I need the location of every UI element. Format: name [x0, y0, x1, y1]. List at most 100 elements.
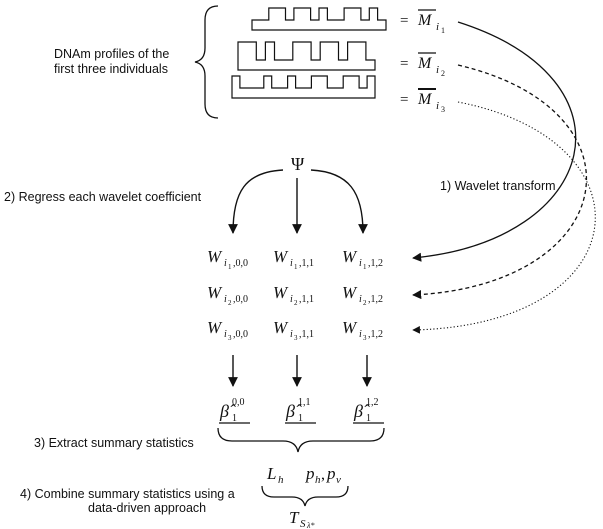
dnam-profile-2 [237, 41, 376, 71]
svg-text:3: 3 [363, 334, 367, 342]
profiles-label-line1: DNAm profiles of the [54, 47, 169, 61]
svg-text:i: i [436, 100, 439, 112]
transform-arrow-i3 [412, 101, 596, 334]
svg-text:T: T [289, 508, 300, 527]
svg-text:M: M [417, 91, 433, 108]
svg-text:h: h [315, 474, 321, 486]
svg-text:=: = [400, 13, 408, 29]
svg-text:2: 2 [363, 299, 367, 307]
svg-text:,1,1: ,1,1 [299, 294, 314, 305]
step2-label: 2) Regress each wavelet coefficient [4, 190, 202, 204]
svg-text:i: i [290, 258, 293, 269]
psi-arrow-left [228, 169, 284, 234]
beta-estimates: β̂0,01 β̂1,11 β̂1,21 [219, 397, 384, 424]
beta-estimate-0: β̂0,01 [219, 397, 250, 424]
svg-text:=: = [400, 92, 408, 108]
svg-text:S: S [300, 518, 306, 529]
svg-text:3: 3 [294, 334, 298, 342]
svg-text:i: i [436, 64, 439, 76]
svg-text:1: 1 [441, 26, 445, 35]
svg-text:i: i [224, 258, 227, 269]
svg-text:0,0: 0,0 [232, 397, 245, 408]
profiles-brace [194, 5, 219, 119]
dnam-profile-3 [231, 75, 376, 99]
psi-symbol: Ψ [291, 154, 305, 174]
step3-label: 3) Extract summary statistics [34, 436, 194, 450]
summary-brace [217, 427, 385, 453]
svg-text:p: p [305, 464, 315, 483]
svg-text:W: W [273, 318, 289, 337]
svg-text:,0,0: ,0,0 [233, 294, 248, 305]
svg-text:,0,0: ,0,0 [233, 329, 248, 340]
svg-text:W: W [273, 247, 289, 266]
svg-text:λ*: λ* [306, 521, 314, 529]
svg-text:,: , [321, 466, 325, 483]
svg-text:1: 1 [294, 263, 298, 271]
summary-statistics: L h p h , p v [266, 464, 341, 486]
svg-text:1: 1 [298, 413, 303, 424]
mean-profile-i1: = M i 1 [400, 9, 445, 35]
svg-text:W: W [342, 283, 358, 302]
svg-text:W: W [342, 247, 358, 266]
mean-profile-i2: = M i 2 [400, 52, 445, 78]
svg-text:,1,2: ,1,2 [368, 329, 383, 340]
svg-text:i: i [224, 294, 227, 305]
svg-text:i: i [436, 21, 439, 33]
mean-profile-i3: = M i 3 [400, 88, 445, 114]
svg-text:,0,0: ,0,0 [233, 258, 248, 269]
psi-arrow-right [310, 169, 368, 234]
svg-text:v: v [336, 474, 341, 486]
svg-text:2: 2 [441, 69, 445, 78]
svg-text:,1,1: ,1,1 [299, 329, 314, 340]
svg-text:,1,2: ,1,2 [368, 294, 383, 305]
step4-label-line2: data-driven approach [88, 501, 206, 515]
svg-text:i: i [359, 329, 362, 340]
svg-text:i: i [359, 294, 362, 305]
svg-text:W: W [273, 283, 289, 302]
step1-label: 1) Wavelet transform [440, 179, 556, 193]
svg-text:2: 2 [294, 299, 298, 307]
step4-label-line1: 4) Combine summary statistics using a [20, 487, 235, 501]
transform-arrow-i1 [412, 21, 577, 262]
svg-text:1,2: 1,2 [366, 397, 379, 408]
transform-arrow-i2 [412, 64, 587, 300]
combine-brace [261, 485, 349, 507]
svg-text:M: M [417, 55, 433, 72]
svg-text:1,1: 1,1 [298, 397, 311, 408]
dnam-profiles [231, 7, 387, 99]
svg-text:3: 3 [228, 334, 232, 342]
svg-text:W: W [207, 318, 223, 337]
svg-text:,1,2: ,1,2 [368, 258, 383, 269]
svg-text:h: h [278, 474, 284, 486]
svg-text:1: 1 [232, 413, 237, 424]
svg-text:1: 1 [363, 263, 367, 271]
svg-text:L: L [266, 464, 276, 483]
svg-text:1: 1 [366, 413, 371, 424]
combined-test-statistic: T S λ* [289, 508, 314, 529]
svg-text:W: W [207, 283, 223, 302]
svg-text:i: i [290, 294, 293, 305]
svg-text:W: W [342, 318, 358, 337]
svg-text:i: i [359, 258, 362, 269]
svg-text:M: M [417, 12, 433, 29]
beta-estimate-2: β̂1,21 [353, 397, 384, 424]
svg-text:W: W [207, 247, 223, 266]
svg-text:1: 1 [228, 263, 232, 271]
svg-text:i: i [290, 329, 293, 340]
profiles-label-line2: first three individuals [54, 62, 168, 76]
svg-text:i: i [224, 329, 227, 340]
svg-text:2: 2 [228, 299, 232, 307]
svg-text:=: = [400, 56, 408, 72]
svg-text:,1,1: ,1,1 [299, 258, 314, 269]
beta-estimate-1: β̂1,11 [285, 397, 316, 424]
